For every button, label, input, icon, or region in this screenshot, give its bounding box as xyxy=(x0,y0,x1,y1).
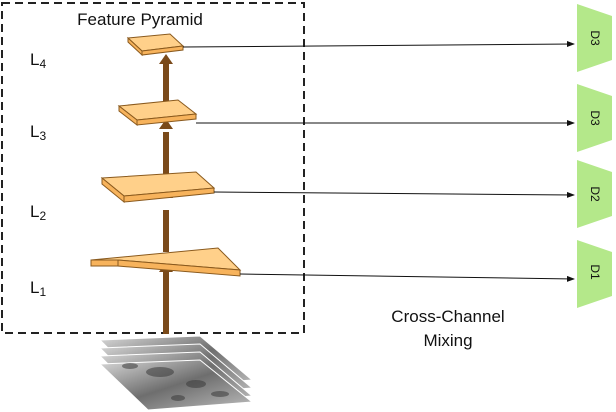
caption-line-1: Cross-Channel xyxy=(391,307,504,326)
connection-arrows xyxy=(182,41,575,282)
input-image-layer-1 xyxy=(98,359,254,411)
decoder-label-4: D1 xyxy=(588,264,602,280)
input-image-stack xyxy=(98,335,254,411)
decoder-label-1: D3 xyxy=(588,30,602,46)
up-arrow-shaft-l2-l3 xyxy=(163,132,169,178)
decoder-d2: D2 xyxy=(577,160,612,228)
level-label-l4: L4 xyxy=(30,50,46,71)
arrow-l2-to-d2 xyxy=(213,191,575,198)
plate-l2 xyxy=(100,171,216,204)
arrow-l1-to-d1 xyxy=(239,273,575,282)
up-arrow-shaft-l3-l4 xyxy=(163,62,169,102)
plate-l3 xyxy=(117,99,198,127)
pyramid-title: Feature Pyramid xyxy=(77,10,203,29)
level-label-l1: L1 xyxy=(30,278,46,299)
up-arrow-head-l4 xyxy=(159,54,173,64)
level-label-l2: L2 xyxy=(30,202,46,223)
caption-line-2: Mixing xyxy=(423,331,472,350)
pyramid-frame xyxy=(1,2,305,334)
decoder-d1: D1 xyxy=(577,240,612,308)
up-arrow-head-l3 xyxy=(159,119,173,129)
decoder-label-2: D3 xyxy=(588,110,602,126)
decoder-d3: D3 xyxy=(577,84,612,152)
plate-l4 xyxy=(126,33,185,57)
input-image-texture xyxy=(122,363,229,401)
decoder-d3-top: D3 xyxy=(577,4,612,72)
arrow-l4-to-d3 xyxy=(182,41,575,48)
up-arrow-shaft-input xyxy=(163,270,169,334)
plate-l1 xyxy=(90,247,242,277)
up-arrow-shaft-l1-l2 xyxy=(163,210,169,252)
decoder-label-3: D2 xyxy=(588,186,602,202)
level-label-l3: L3 xyxy=(30,122,46,143)
